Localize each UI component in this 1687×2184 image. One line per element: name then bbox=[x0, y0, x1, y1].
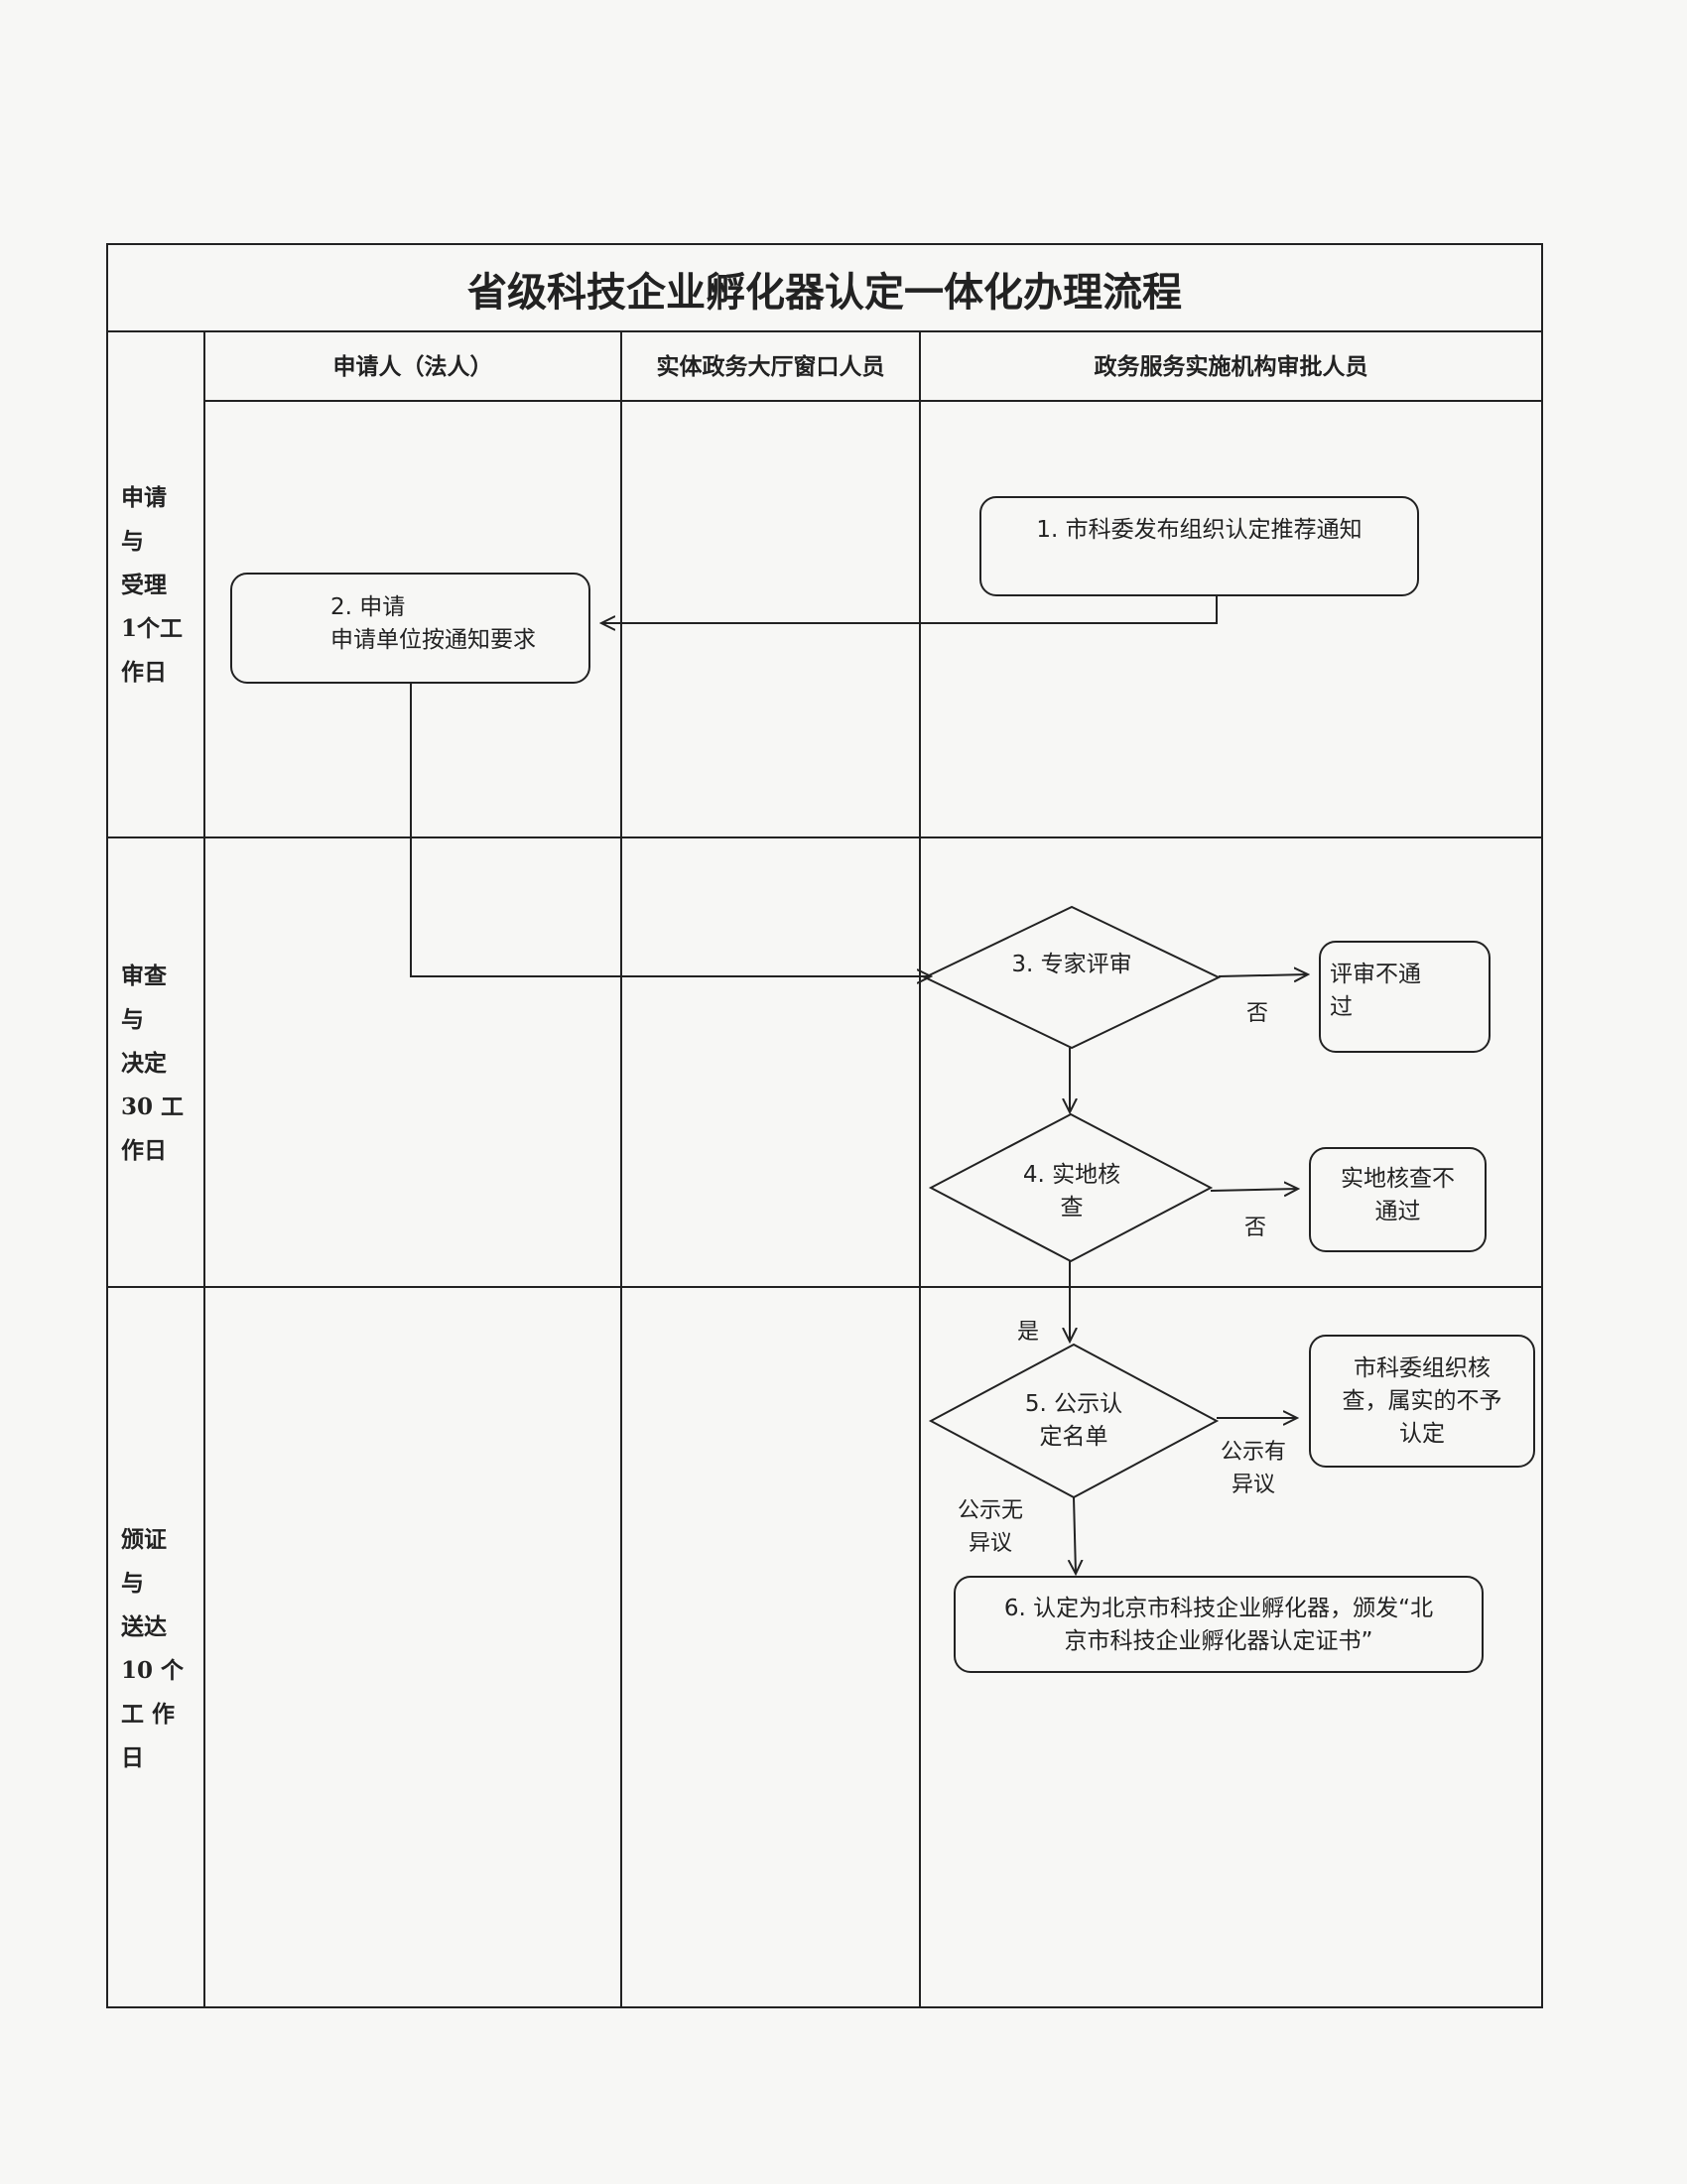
step4-diamond bbox=[928, 1112, 1214, 1263]
step3-text: 3. 专家评审 bbox=[1011, 952, 1132, 977]
edge-label-no-objection: 公示无 异议 bbox=[957, 1498, 1023, 1556]
arrow-1-to-2 bbox=[601, 595, 1218, 623]
reject5-text: 市科委组织核 查，属实的不予 认定 bbox=[1342, 1355, 1502, 1447]
arrow-4-no bbox=[1210, 1189, 1298, 1191]
step3-diamond bbox=[922, 905, 1222, 1050]
edge-label-no: 否 bbox=[1243, 1216, 1266, 1240]
reject4-box bbox=[1309, 1147, 1487, 1252]
page-title: 省级科技企业孵化器认定一体化办理流程 bbox=[467, 269, 1182, 316]
stage-label-review: 审查 与 决定 30 工 作日 bbox=[121, 963, 185, 1164]
step1-text: 1. 市科委发布组织认定推荐通知 bbox=[1036, 517, 1363, 543]
arrow-5-to-6 bbox=[1074, 1496, 1076, 1574]
edge-label-no: 否 bbox=[1245, 1001, 1268, 1026]
arrow-2-to-3 bbox=[410, 683, 931, 976]
arrow-3-no bbox=[1218, 974, 1308, 976]
step6-text: 6. 认定为北京市科技企业孵化器，颁发“北 京市科技企业孵化器认定证书” bbox=[1003, 1596, 1434, 1654]
step5-diamond bbox=[928, 1343, 1220, 1499]
column-header-approver: 政务服务实施机构审批人员 bbox=[1094, 354, 1368, 380]
step4-text: 4. 实地核 查 bbox=[1022, 1162, 1121, 1220]
table-border bbox=[106, 243, 1543, 2008]
reject5-box bbox=[1309, 1335, 1535, 1468]
edge-label-yes: 是 bbox=[1016, 1320, 1039, 1345]
column-header-applicant: 申请人（法人） bbox=[332, 354, 493, 380]
edge-label-objection: 公示有 异议 bbox=[1220, 1440, 1286, 1497]
stage-label-apply: 申请 与 受理 1个工 作日 bbox=[121, 484, 184, 686]
step1-box bbox=[979, 496, 1419, 596]
reject3-text: 评审不通 过 bbox=[1330, 962, 1421, 1020]
step2-text: 2. 申请 申请单位按通知要求 bbox=[330, 594, 536, 653]
reject3-box bbox=[1319, 941, 1491, 1053]
column-header-window-staff: 实体政务大厅窗口人员 bbox=[656, 354, 885, 380]
reject4-text: 实地核查不 通过 bbox=[1341, 1166, 1455, 1224]
stage-label-issue: 颁证 与 送达 10 个 工 作 日 bbox=[121, 1526, 185, 1771]
step6-box bbox=[954, 1576, 1484, 1673]
step5-text: 5. 公示认 定名单 bbox=[1024, 1391, 1123, 1450]
